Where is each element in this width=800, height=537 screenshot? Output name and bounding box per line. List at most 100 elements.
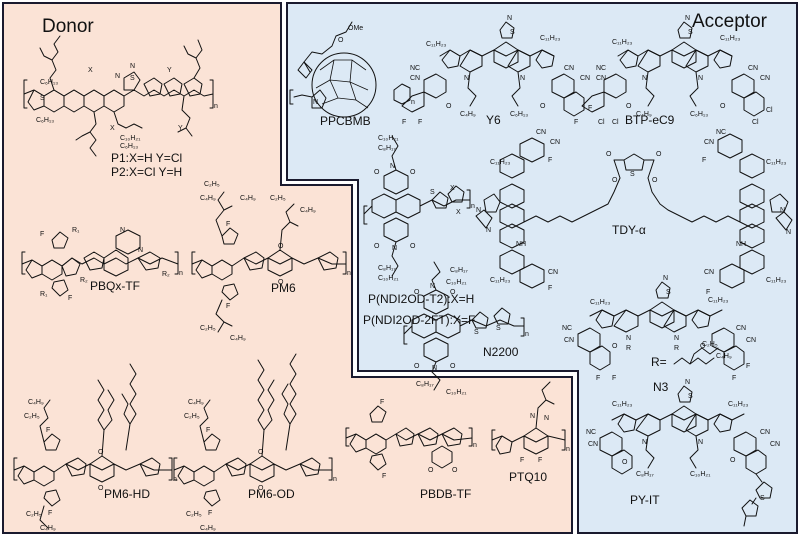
svg-text:Cl: Cl [612, 119, 619, 126]
svg-text:N: N [430, 283, 435, 290]
svg-text:F: F [208, 510, 212, 517]
svg-text:C₁₁H₂₃: C₁₁H₂₃ [490, 277, 511, 284]
btp-ec9-label: BTP-eC9 [625, 113, 675, 127]
pm6-od-label: PM6-OD [248, 487, 295, 501]
svg-text:OMe: OMe [348, 25, 363, 32]
svg-text:N: N [626, 335, 631, 342]
svg-text:N: N [544, 415, 549, 422]
svg-text:O: O [612, 343, 618, 350]
svg-text:S: S [688, 393, 693, 400]
svg-text:C₈H₁₇: C₈H₁₇ [378, 265, 396, 272]
svg-text:C₄H₉: C₄H₉ [240, 195, 256, 202]
svg-text:O: O [374, 169, 380, 176]
svg-text:F: F [40, 231, 44, 238]
svg-text:C₈H₁₇: C₈H₁₇ [378, 145, 396, 152]
svg-text:CN: CN [550, 139, 560, 146]
svg-text:C₈H₁₇: C₈H₁₇ [416, 381, 434, 388]
svg-text:R: R [626, 345, 631, 352]
svg-text:O: O [414, 363, 420, 370]
svg-text:C₁₀H₂₁: C₁₀H₂₁ [378, 135, 399, 142]
svg-text:CN: CN [760, 429, 770, 436]
svg-text:C₄H₉: C₄H₉ [188, 399, 204, 406]
svg-text:S: S [474, 329, 479, 336]
svg-text:N: N [115, 73, 120, 80]
svg-text:O: O [606, 151, 612, 158]
svg-text:CN: CN [588, 441, 598, 448]
svg-text:N: N [698, 75, 703, 82]
svg-text:N: N [530, 413, 535, 420]
svg-text:S: S [688, 29, 693, 36]
svg-text:C₆H₁₃: C₆H₁₃ [690, 111, 708, 118]
svg-text:C₂H₅: C₂H₅ [26, 511, 42, 518]
svg-text:R: R [674, 345, 679, 352]
pbqx-tf-label: PBQx-TF [90, 279, 140, 293]
pm6-structure: n F F O O C₂H₅ C₄H₉ C₄H₉ C₂H₅ C₄H₉ C₂H₅ … [191, 181, 351, 342]
svg-text:N: N [685, 15, 690, 22]
svg-text:C₁₁H₂₃: C₁₁H₂₃ [426, 41, 447, 48]
svg-text:O: O [652, 177, 658, 184]
svg-text:NC: NC [596, 65, 606, 72]
svg-text:S: S [40, 95, 45, 102]
svg-text:O: O [278, 279, 284, 286]
acceptor-panel [286, 2, 798, 534]
svg-text:R₁: R₁ [72, 227, 80, 234]
svg-text:C₄H₉: C₄H₉ [636, 111, 652, 118]
svg-text:CN: CN [736, 325, 746, 332]
y6-label: Y6 [486, 113, 501, 127]
svg-text:C₁₀H₂₁: C₁₀H₂₁ [120, 135, 141, 142]
svg-text:F: F [574, 119, 578, 126]
svg-text:X: X [110, 125, 115, 132]
svg-text:F: F [520, 457, 524, 464]
svg-text:O: O [338, 37, 344, 44]
svg-text:F: F [382, 473, 386, 480]
svg-text:C₄H₉: C₄H₉ [460, 111, 476, 118]
svg-text:CN: CN [410, 75, 420, 82]
svg-text:n: n [347, 270, 351, 277]
svg-text:O: O [540, 103, 546, 110]
svg-text:n: n [214, 103, 218, 110]
pm6-od-structure: n F F O O C₄H₉ C₂H₅ C₂H₅ C₄H₉ [173, 353, 337, 532]
svg-text:n: n [179, 270, 183, 277]
svg-text:C₂H₅: C₂H₅ [184, 413, 200, 420]
svg-text:N: N [464, 75, 469, 82]
svg-text:F: F [226, 221, 230, 228]
svg-text:NH: NH [736, 241, 746, 248]
svg-text:N: N [130, 63, 135, 70]
svg-text:F: F [46, 427, 50, 434]
p1-p2-structure: n S N S N X Y X Y C₆H₁₃ C₆H₁₃ C₁₀H₂₁ C₆H… [23, 35, 218, 157]
pbdb-tf-structure: n F F O O [345, 399, 477, 480]
svg-text:O: O [414, 289, 420, 296]
n3-label: N3 [653, 380, 669, 394]
svg-text:C₁₁H₂₃: C₁₁H₂₃ [490, 159, 511, 166]
svg-text:O: O [410, 243, 416, 250]
svg-text:S: S [760, 495, 765, 502]
pm6-hd-label: PM6-HD [104, 487, 150, 501]
svg-text:N: N [674, 335, 679, 342]
ppcbmb-label: PPCBMB [320, 114, 371, 128]
svg-text:CN: CN [760, 75, 770, 82]
svg-text:O: O [374, 243, 380, 250]
donor-title: Donor [42, 16, 94, 37]
svg-text:n: n [566, 446, 570, 453]
svg-text:X: X [456, 209, 461, 216]
svg-text:O: O [450, 363, 456, 370]
ptq10-label: PTQ10 [509, 470, 547, 484]
svg-text:O: O [446, 103, 452, 110]
svg-text:N: N [520, 75, 525, 82]
svg-text:R₂: R₂ [162, 271, 170, 278]
n3-structure: N S N N R R NC CN CN CN F F F F C₁₁H₂₃ C… [562, 275, 756, 382]
svg-text:C₄H₉: C₄H₉ [28, 399, 44, 406]
svg-text:C₆H₁₃: C₆H₁₃ [120, 143, 138, 150]
svg-text:Y: Y [178, 125, 183, 132]
svg-text:F: F [538, 457, 542, 464]
svg-text:NC: NC [586, 429, 596, 436]
p2-label: P2:X=Cl Y=H [111, 165, 182, 179]
svg-text:N: N [486, 227, 491, 234]
svg-text:O: O [258, 485, 264, 492]
svg-text:F: F [48, 510, 52, 517]
acceptor-title: Acceptor [692, 11, 768, 32]
svg-text:C₂H₅: C₂H₅ [270, 195, 286, 202]
svg-text:N: N [390, 163, 395, 170]
svg-text:N: N [138, 247, 143, 254]
svg-text:C₈H₁₇: C₈H₁₇ [450, 267, 468, 274]
